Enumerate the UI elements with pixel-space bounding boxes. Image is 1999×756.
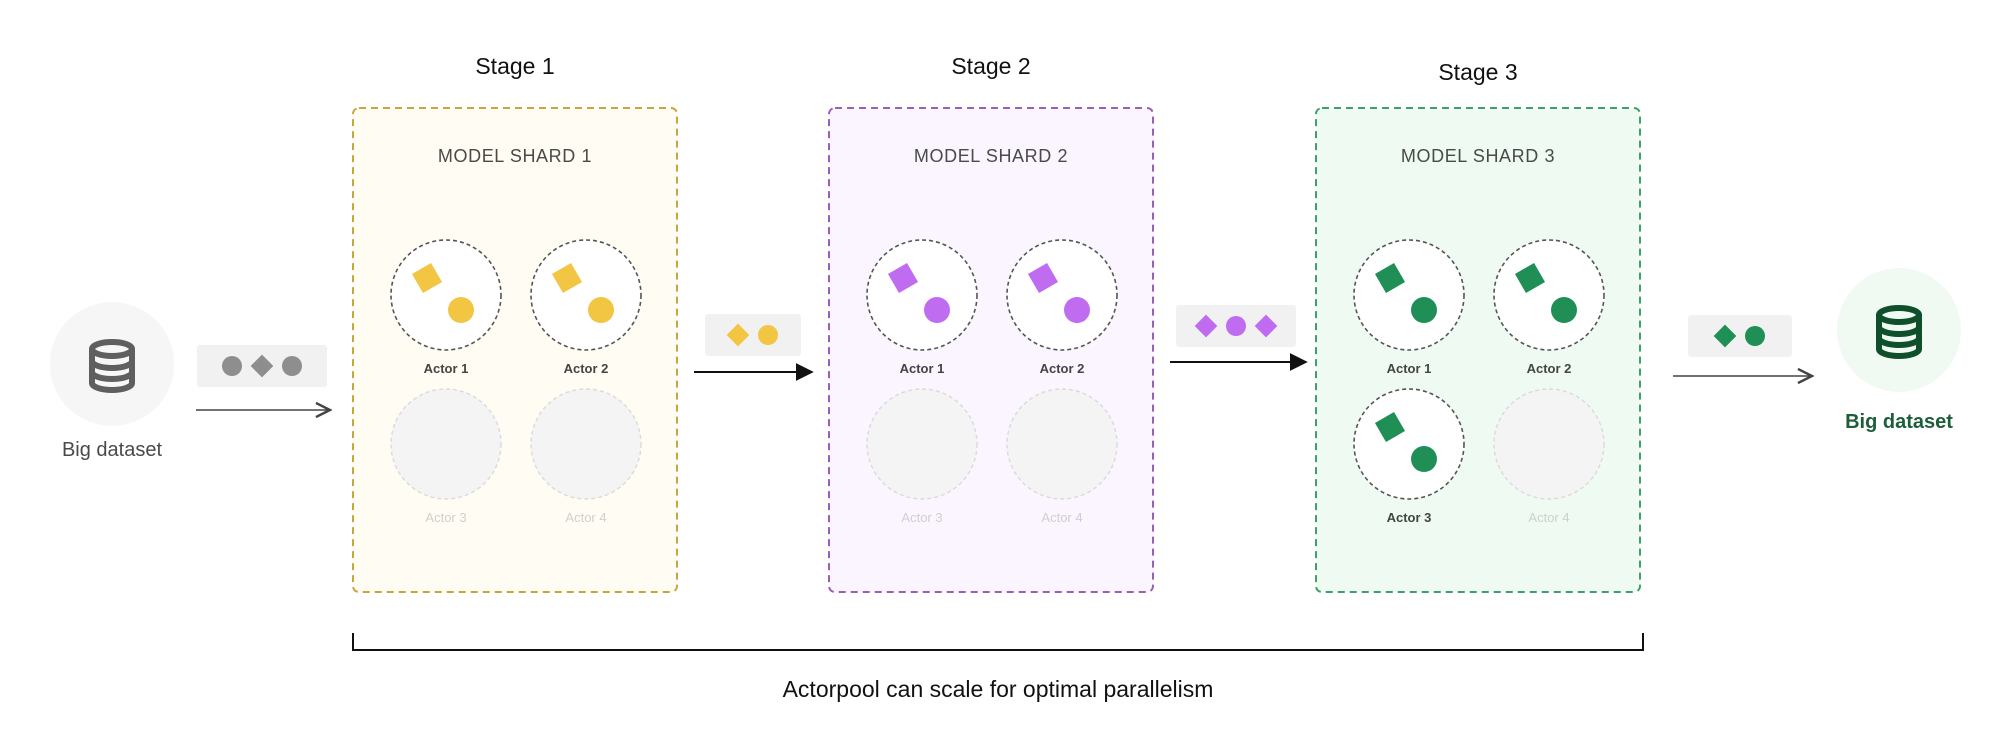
stage-title: Stage 2 [951,53,1030,79]
model-dot-icon [924,297,950,323]
actor-circle-inactive [1493,388,1605,500]
model-dot-icon [1411,446,1437,472]
actor-label: Actor 1 [900,361,945,376]
actor-label-inactive: Actor 4 [1041,510,1082,525]
actor-circle-inactive [530,388,642,500]
actor-1: Actor 1 [1353,239,1465,376]
data-circle-icon [1226,316,1246,336]
actor-4: Actor 4 [530,388,642,525]
model-block-icon [1374,262,1406,294]
actor-label-inactive: Actor 3 [425,510,466,525]
model-dot-icon [1411,297,1437,323]
model-block-icon [1514,262,1546,294]
batch-2 [694,314,814,381]
actor-circle [1353,388,1465,500]
stage-3: Stage 3 MODEL SHARD 3 Actor 1 Actor 2 Actor … [1315,59,1641,593]
model-block-icon [887,262,919,294]
actor-circle [1006,239,1118,351]
model-dot-icon [448,297,474,323]
model-block-icon [411,262,443,294]
data-diamond-icon [726,323,750,347]
data-circle-icon [222,356,242,376]
actor-circle [1493,239,1605,351]
database-ring [89,358,135,371]
model-block-icon [1374,411,1406,443]
actor-2: Actor 2 [1493,239,1605,376]
database-body [89,346,135,393]
model-dot-icon [1551,297,1577,323]
actor-3: Actor 3 [390,388,502,525]
stage-title: Stage 3 [1438,59,1517,85]
model-dot-icon [1064,297,1090,323]
actor-circle-inactive [866,388,978,500]
actor-circle [866,239,978,351]
batch-3 [1170,305,1308,371]
actor-4: Actor 4 [1493,388,1605,525]
model-shard-label: MODEL SHARD 1 [438,146,592,166]
batch-4 [1673,315,1812,376]
actor-label: Actor 1 [1387,361,1432,376]
database-ring [89,369,135,382]
data-circle-icon [758,325,778,345]
actorpool-bracket [352,633,1644,651]
stage-1: Stage 1 MODEL SHARD 1 Actor 1 Actor 2 Actor … [352,53,678,593]
model-block-icon [1027,262,1059,294]
model-block-icon [551,262,583,294]
data-diamond-icon [1254,314,1278,338]
input-dataset-bg [50,302,174,426]
actor-3: Actor 3 [1353,388,1465,525]
stage-box [1315,107,1641,593]
actor-label: Actor 3 [1387,510,1432,525]
actor-label: Actor 2 [564,361,609,376]
actor-2: Actor 2 [1006,239,1118,376]
batch-chip [705,314,801,356]
model-shard-label: MODEL SHARD 3 [1401,146,1555,166]
data-circle-icon [282,356,302,376]
actor-circle [390,239,502,351]
database-body [1876,312,1922,359]
input-dataset-label: Big dataset [62,439,163,461]
actor-circle-inactive [1006,388,1118,500]
database-ring [1876,335,1922,348]
actor-1: Actor 1 [390,239,502,376]
stage-title: Stage 1 [475,53,554,79]
actor-circle [530,239,642,351]
batch-1 [196,345,330,410]
stage-box [828,107,1154,593]
actor-1: Actor 1 [866,239,978,376]
database-icon [89,339,135,393]
actor-circle [1353,239,1465,351]
database-icon [1876,305,1922,359]
actor-label: Actor 2 [1527,361,1572,376]
actor-3: Actor 3 [866,388,978,525]
actor-label-inactive: Actor 4 [1528,510,1569,525]
model-shard-label: MODEL SHARD 2 [914,146,1068,166]
actor-circle-inactive [390,388,502,500]
database-ring [1876,324,1922,337]
actor-label: Actor 2 [1040,361,1085,376]
actor-label: Actor 1 [424,361,469,376]
batch-chip [1688,315,1792,357]
output-dataset-label: Big dataset [1845,411,1953,433]
actor-label-inactive: Actor 3 [901,510,942,525]
stage-2: Stage 2 MODEL SHARD 2 Actor 1 Actor 2 Actor … [828,53,1154,593]
actor-4: Actor 4 [1006,388,1118,525]
data-diamond-icon [1713,324,1737,348]
model-dot-icon [588,297,614,323]
actor-2: Actor 2 [530,239,642,376]
actor-label-inactive: Actor 4 [565,510,606,525]
data-circle-icon [1745,326,1765,346]
data-diamond-icon [1194,314,1218,338]
stage-box [352,107,678,593]
output-dataset-bg [1837,268,1961,392]
caption: Actorpool can scale for optimal parallel… [783,676,1214,702]
